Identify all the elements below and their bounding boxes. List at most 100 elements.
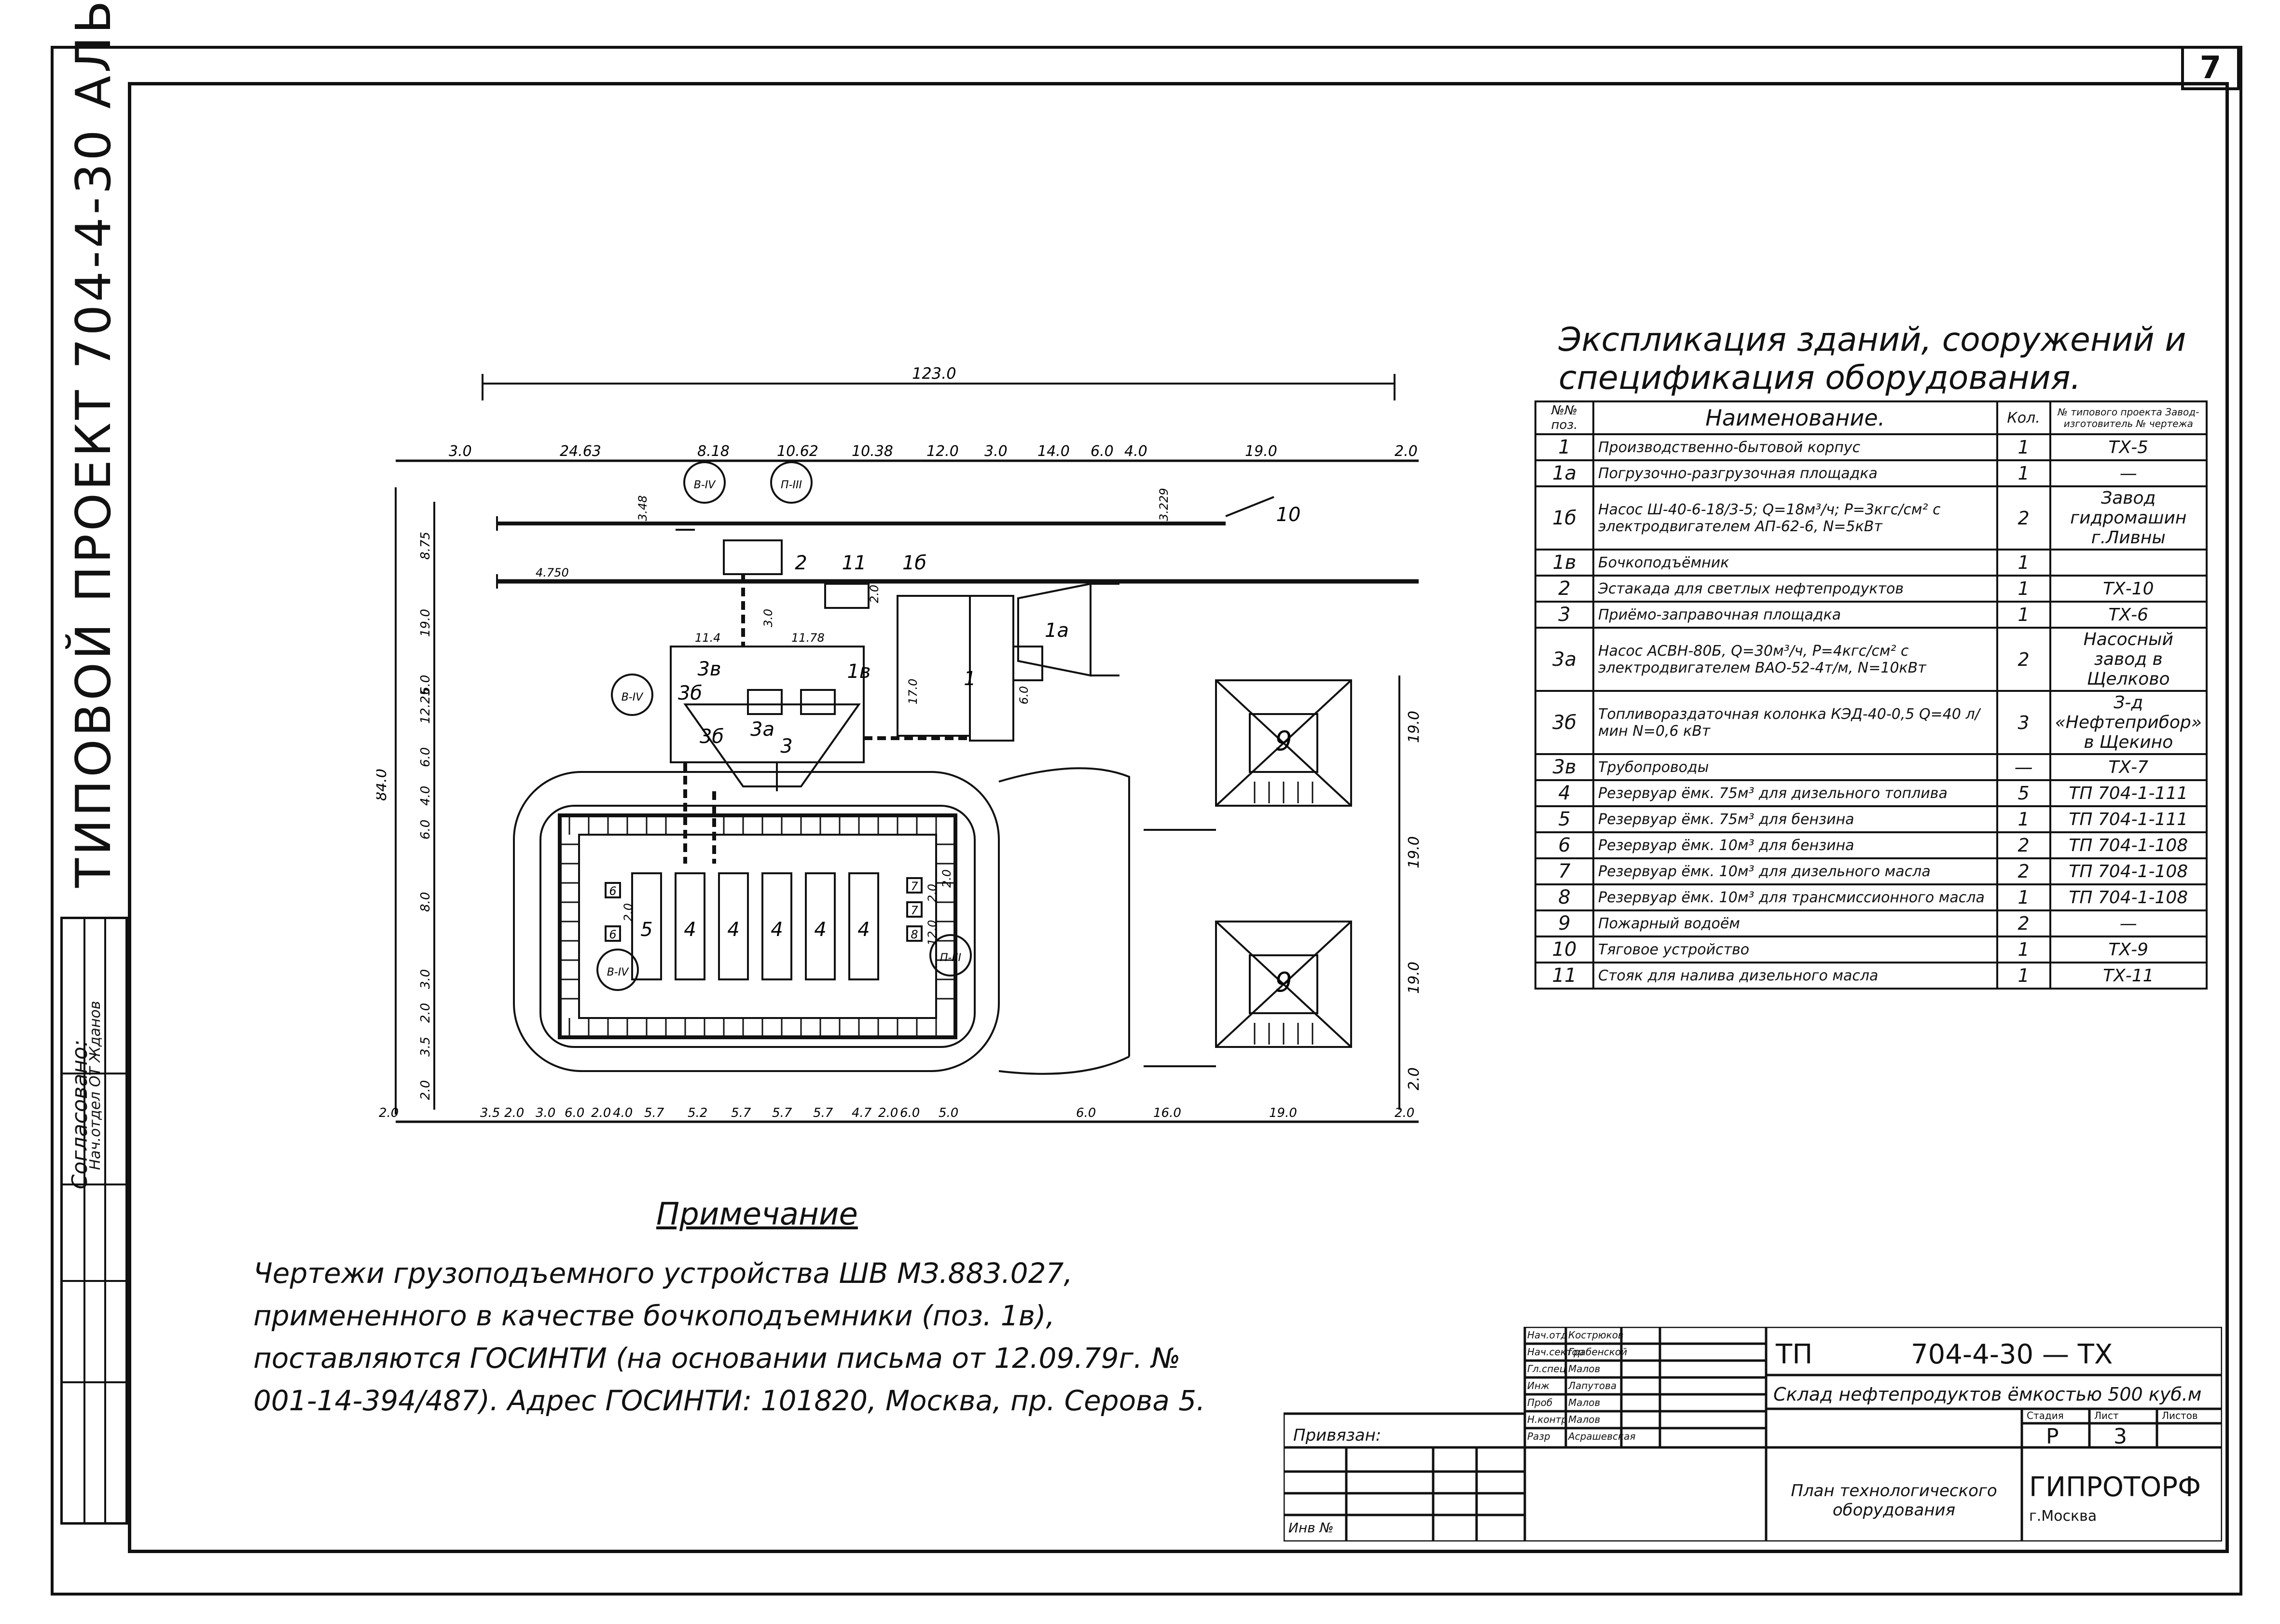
bottom-dim: 2.0: [878, 1106, 898, 1120]
cell-name: Погрузочно-разгрузочная площадка: [1592, 459, 1998, 487]
sheet-label: Лист: [2094, 1410, 2119, 1421]
cell-qty: 2: [1996, 485, 2051, 551]
inner-dim: 17.0: [906, 679, 920, 704]
inner-dim: 12.0: [926, 920, 939, 946]
top-dim: 12.0: [926, 443, 959, 460]
right-dim: 19.0: [1406, 962, 1423, 994]
stage-label: Стадия: [2027, 1410, 2064, 1421]
cell-qty: 2: [1996, 831, 2051, 859]
left-dim: 19.0: [418, 609, 433, 637]
zone-marker: В-IV: [622, 691, 644, 703]
side-title-text: ТИПОВОЙ ПРОЕКТ 704-4-30 АЛЬБОМ I: [65, 0, 122, 888]
left-dim: 6.0: [418, 820, 433, 840]
inner-dim: 2.0: [622, 903, 635, 922]
cell-name: Приёмо-заправочная площадка: [1592, 601, 1998, 629]
cell-pos: 10: [1534, 936, 1594, 963]
outer-frame: [51, 46, 2242, 1596]
col-qty: Кол.: [1996, 400, 2051, 435]
left-dim: 4.0: [418, 786, 433, 806]
left-dim: 6.0: [418, 675, 433, 695]
col-num: №№ поз.: [1534, 400, 1594, 435]
sheets-label: Листов: [2162, 1410, 2198, 1421]
cell-ref: ТП 704-1-108: [2049, 883, 2208, 911]
bottom-dim: 3.5: [480, 1106, 500, 1120]
sheet-number: 7: [2181, 46, 2240, 90]
stamp-role: Гл.спец: [1527, 1363, 1566, 1375]
top-dim: 3.0: [449, 443, 472, 460]
inner-frame: [128, 82, 2229, 1553]
bottom-dim: 19.0: [1269, 1106, 1297, 1120]
pos-label: 4: [727, 919, 739, 941]
inv-label: Инв №: [1288, 1520, 1334, 1536]
stamp-name: Кострюков: [1568, 1329, 1624, 1341]
right-dim: 2.0: [1406, 1067, 1423, 1090]
agreed-cell: Нач.отдел ОТ Жданов: [87, 1001, 104, 1170]
table-header: №№ поз. Наименование. Кол. № типового пр…: [1534, 400, 2208, 435]
pos-label: 2: [795, 552, 807, 574]
pos-label: 1: [964, 668, 976, 690]
stamp-role: Разр: [1527, 1431, 1550, 1442]
bottom-dim: 2.0: [379, 1106, 399, 1120]
inner-dim: 2.0: [868, 585, 881, 603]
top-dim: 6.0: [1091, 443, 1114, 460]
inner-dim: 11.78: [791, 631, 825, 645]
cell-qty: 1: [1996, 575, 2051, 603]
cell-qty: 5: [1996, 779, 2051, 807]
pos-label: 3в: [697, 658, 721, 680]
title-stamp-grid: [1284, 1327, 2222, 1541]
pos-label: 11: [842, 552, 867, 574]
cell-pos: 1: [1534, 433, 1594, 461]
right-dim: 19.0: [1406, 711, 1423, 743]
cell-qty: 2: [1996, 857, 2051, 885]
stamp-role: Инж: [1527, 1380, 1550, 1391]
project-code: 704-4-30 — ТХ: [1911, 1339, 2113, 1370]
dim-overall-width: 123.0: [912, 364, 956, 383]
bottom-dimension-chain: 2.0 3.5 2.0 3.0 6.0 2.0 4.0 5.7 5.2 5.7 …: [379, 1106, 1414, 1120]
cell-qty: 1: [1996, 936, 2051, 963]
stage-value: Р: [2046, 1424, 2059, 1449]
city: г.Москва: [2029, 1508, 2097, 1525]
inner-dim: 3.0: [761, 609, 775, 627]
pos-label: 9: [1275, 726, 1292, 757]
bottom-dim: 5.7: [644, 1106, 664, 1120]
cell-pos: 5: [1534, 805, 1594, 833]
bottom-dim: 2.0: [504, 1106, 524, 1120]
cell-qty: 1: [1996, 805, 2051, 833]
cell-qty: 1: [1996, 883, 2051, 911]
top-dim: 2.0: [1395, 443, 1418, 460]
cell-name: Резервуар ёмк. 10м³ для бензина: [1592, 831, 1998, 859]
right-dimension-chain: 19.0 19.0 19.0 2.0: [1406, 711, 1423, 1090]
explication-title-line2: спецификация оборудования.: [1559, 359, 2081, 397]
top-dim: 8.18: [697, 443, 730, 460]
cell-pos: 8: [1534, 883, 1594, 911]
bottom-dim: 6.0: [1076, 1106, 1096, 1120]
cell-pos: 2: [1534, 575, 1594, 603]
site-plan: 123.0 84.0 3.0 24.63 8.18 10.62 10.38 12…: [376, 364, 1423, 1123]
inner-dim: 2.0: [940, 869, 953, 888]
cell-ref: З-д «Нефтеприбор» в Щекино: [2049, 690, 2208, 755]
cell-ref: ТП 704-1-111: [2049, 805, 2208, 833]
bottom-dim: 5.7: [731, 1106, 751, 1120]
dim-overall-height: 84.0: [376, 769, 390, 801]
bottom-dim: 4.0: [613, 1106, 633, 1120]
pos-label: 5: [640, 919, 652, 941]
pos-label: 4: [814, 919, 826, 941]
cell-pos: 3б: [1534, 690, 1594, 755]
inner-dim: 6.0: [1017, 686, 1031, 704]
note-title: Примечание: [656, 1197, 858, 1232]
left-dim: 2.0: [418, 1003, 433, 1023]
left-dimension-chain: 8.75 19.0 6.0 12.25 6.0 4.0 6.0 8.0 3.0 …: [418, 532, 433, 1100]
cell-ref: —: [2049, 909, 2208, 937]
stamp-name: Малов: [1568, 1414, 1601, 1425]
